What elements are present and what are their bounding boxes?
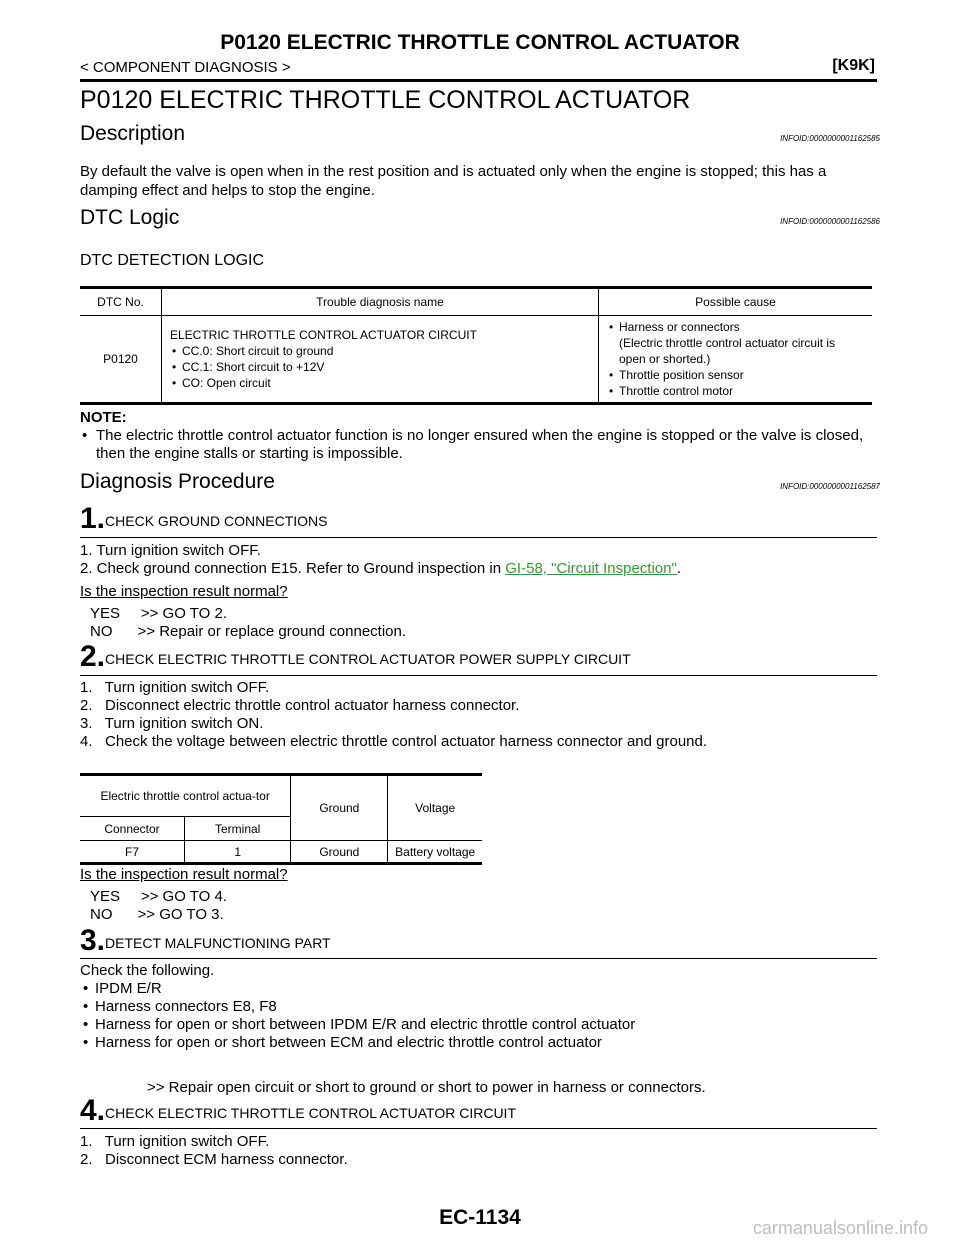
list-item: Harness for open or short between IPDM E… xyxy=(83,1016,635,1034)
voltage-table-subheader-row: Connector Terminal xyxy=(80,816,482,841)
terminal-col-header: Terminal xyxy=(183,816,291,841)
cause-first-detail: (Electric throttle control actuator circ… xyxy=(619,336,836,366)
cause-first: Harness or connectors xyxy=(619,320,740,334)
dtc-logic-infoid: INFOID:0000000001162586 xyxy=(780,217,880,226)
description-heading: Description xyxy=(80,122,186,145)
list-item: Harness or connectors (Electric throttle… xyxy=(607,319,864,367)
step-4-rule xyxy=(80,1128,877,1129)
note-bullet: • xyxy=(82,427,88,444)
step-1-question: Is the inspection result normal? xyxy=(80,583,288,600)
trouble-diagnosis-cell: ELECTRIC THROTTLE CONTROL ACTUATOR CIRCU… xyxy=(161,315,599,404)
trouble-diagnosis-list: CC.0: Short circuit to ground CC.1: Shor… xyxy=(170,343,590,391)
step-4-header: 4.CHECK ELECTRIC THROTTLE CONTROL ACTUAT… xyxy=(80,1096,516,1126)
connector-value: F7 xyxy=(124,844,139,859)
table-row: F7 1 Ground Battery voltage xyxy=(80,840,482,864)
step-1-rule xyxy=(80,537,877,538)
step-4-line-2: 2. Disconnect ECM harness connector. xyxy=(80,1151,348,1168)
step-4-title: CHECK ELECTRIC THROTTLE CONTROL ACTUATOR… xyxy=(105,1105,516,1121)
dtc-detection-logic-subheading: DTC DETECTION LOGIC xyxy=(80,252,265,269)
voltage-value: Battery voltage xyxy=(387,840,482,864)
note-text: • The electric throttle control actuator… xyxy=(82,427,878,463)
step-2-line-3: 3. Turn ignition switch ON. xyxy=(80,715,264,732)
step-3-rule xyxy=(80,958,877,959)
watermark: carmanualsonline.info xyxy=(752,1218,928,1238)
step-2-question: Is the inspection result normal? xyxy=(80,866,288,883)
step-3-title: DETECT MALFUNCTIONING PART xyxy=(105,935,331,951)
diagnosis-heading: Diagnosis Procedure xyxy=(80,470,275,493)
dtc-col-header: DTC No. xyxy=(97,295,144,309)
cause-col-header: Possible cause xyxy=(598,287,872,316)
list-item: Throttle position sensor xyxy=(607,367,864,383)
header-section: < COMPONENT DIAGNOSIS > xyxy=(80,59,291,76)
step-4-number: 4. xyxy=(80,1094,106,1127)
terminal-value: 1 xyxy=(183,840,291,864)
step-2-line-1: 1. Turn ignition switch OFF. xyxy=(80,679,270,696)
name-col-header: Trouble diagnosis name xyxy=(161,287,599,316)
ground-value: Ground xyxy=(290,840,388,864)
dtc-number: P0120 xyxy=(103,352,138,366)
diagnosis-infoid: INFOID:0000000001162587 xyxy=(780,482,880,491)
header-model: [K9K] xyxy=(832,57,875,74)
step-2-no: NO >> GO TO 3. xyxy=(90,906,224,923)
step-4-line-1: 1. Turn ignition switch OFF. xyxy=(80,1133,270,1150)
dtc-logic-heading: DTC Logic xyxy=(80,206,180,229)
description-text: By default the valve is open when in the… xyxy=(80,163,827,199)
dtc-table: DTC No. Trouble diagnosis name Possible … xyxy=(80,286,872,405)
step-1-header: 1.CHECK GROUND CONNECTIONS xyxy=(80,504,328,534)
step-2-title: CHECK ELECTRIC THROTTLE CONTROL ACTUATOR… xyxy=(105,651,631,667)
header-rule xyxy=(80,79,877,82)
header-title: P0120 ELECTRIC THROTTLE CONTROL ACTUATOR xyxy=(220,31,740,54)
step-3-action: >> Repair open circuit or short to groun… xyxy=(147,1079,706,1096)
step-2-line-2: 2. Disconnect electric throttle control … xyxy=(80,697,520,714)
step-1-line-1: 1. Turn ignition switch OFF. xyxy=(80,542,261,559)
step-2-rule xyxy=(80,675,877,676)
list-item: CC.1: Short circuit to +12V xyxy=(170,359,590,375)
connector-col-header: Connector xyxy=(80,816,185,841)
list-item: Throttle control motor xyxy=(607,383,864,399)
description-infoid: INFOID:0000000001162585 xyxy=(780,134,880,143)
step-1-number: 1. xyxy=(80,502,106,535)
step-3-number: 3. xyxy=(80,924,106,957)
step-1-line-2-suffix: . xyxy=(676,560,681,577)
possible-cause-list: Harness or connectors (Electric throttle… xyxy=(607,319,864,399)
step-2-header: 2.CHECK ELECTRIC THROTTLE CONTROL ACTUAT… xyxy=(80,642,631,672)
page-number: EC-1134 xyxy=(439,1206,521,1229)
voltage-table: Electric throttle control actua-tor Grou… xyxy=(80,773,482,865)
list-item: CO: Open circuit xyxy=(170,375,590,391)
note-text-content: The electric throttle control actuator f… xyxy=(96,427,864,462)
list-item: CC.0: Short circuit to ground xyxy=(170,343,590,359)
step-1-line-2-text: 2. Check ground connection E15. Refer to… xyxy=(80,560,506,577)
document-title: P0120 ELECTRIC THROTTLE CONTROL ACTUATOR xyxy=(80,86,691,114)
note-label: NOTE: xyxy=(80,409,127,426)
list-item: Harness connectors E8, F8 xyxy=(83,998,277,1016)
trouble-diagnosis-title: ELECTRIC THROTTLE CONTROL ACTUATOR CIRCU… xyxy=(170,328,477,342)
dtc-table-row: P0120 ELECTRIC THROTTLE CONTROL ACTUATOR… xyxy=(80,315,872,404)
connector-group-header: Electric throttle control actua-tor xyxy=(80,774,291,817)
step-3-intro: Check the following. xyxy=(80,962,215,979)
step-2-number: 2. xyxy=(80,640,106,673)
step-1-no: NO >> Repair or replace ground connectio… xyxy=(90,623,407,640)
dtc-table-header-row: DTC No. Trouble diagnosis name Possible … xyxy=(80,287,872,316)
ground-col-header: Ground xyxy=(290,774,388,841)
voltage-col-header: Voltage xyxy=(387,774,482,841)
step-1-title: CHECK GROUND CONNECTIONS xyxy=(105,513,328,529)
step-1-line-2: 2. Check ground connection E15. Refer to… xyxy=(80,560,681,578)
voltage-table-header-row: Electric throttle control actua-tor Grou… xyxy=(80,774,482,841)
circuit-inspection-link[interactable]: GI-58, "Circuit Inspection" xyxy=(505,560,677,577)
step-1-yes: YES >> GO TO 2. xyxy=(90,605,228,622)
step-3-header: 3.DETECT MALFUNCTIONING PART xyxy=(80,926,331,956)
step-2-yes: YES >> GO TO 4. xyxy=(90,888,228,905)
step-2-line-4: 4. Check the voltage between electric th… xyxy=(80,733,708,750)
list-item: IPDM E/R xyxy=(83,980,162,998)
possible-cause-cell: Harness or connectors (Electric throttle… xyxy=(598,315,872,404)
list-item: Harness for open or short between ECM an… xyxy=(83,1034,602,1052)
